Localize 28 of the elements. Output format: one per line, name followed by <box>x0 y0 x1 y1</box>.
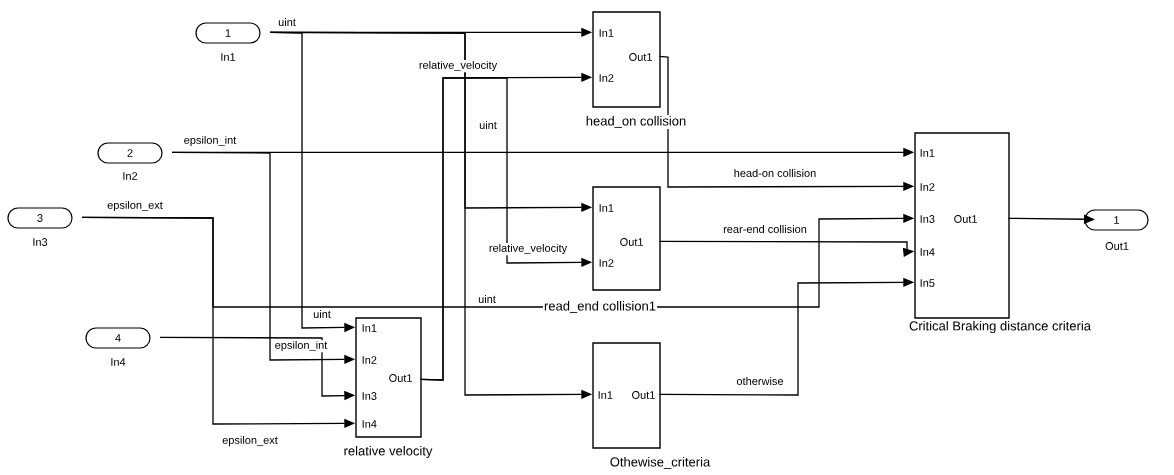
subsystem-block: In1 In2 Out1 In3 In4 <box>355 317 422 438</box>
block-label: In2 <box>121 171 139 181</box>
block-label: In1 <box>219 52 237 62</box>
signal-label: relative_velocity <box>487 242 569 256</box>
signal-label: epsilon_ext <box>106 199 164 213</box>
signal-label: rear-end collision <box>722 223 808 235</box>
subsystem-block: In1 Out1 In2 <box>592 11 661 108</box>
signal-label: uint <box>478 119 498 131</box>
block-label: read_end collision1 <box>543 300 657 314</box>
subsystem-block: In1 Out1 <box>592 342 661 449</box>
signal-label: head-on collision <box>732 167 818 179</box>
block-label: relative velocity <box>342 444 434 460</box>
signal-label: relative_velocity <box>417 59 499 73</box>
signal-label: uint <box>277 16 297 28</box>
subsystem-block: In1 In2 In3 Out1 In4 In5 <box>914 132 1010 319</box>
subsystem-block: In1 Out1 In2 <box>592 186 661 291</box>
block-label: Othewise_criteria <box>608 456 712 470</box>
block-label: Critical Braking distance criteria <box>908 319 1093 335</box>
signal-label: epsilon_ext <box>221 434 279 448</box>
signal-label: uint <box>312 308 332 320</box>
block-label: In3 <box>31 237 49 247</box>
signal-label: epsilon_int <box>273 339 329 353</box>
block-label: In4 <box>109 357 127 367</box>
block-label: head_on collision <box>584 115 688 129</box>
signal-label: uint <box>477 293 497 305</box>
block-label: Out1 <box>1104 241 1130 251</box>
signal-label: otherwise <box>735 375 785 387</box>
signal-label: epsilon_int <box>182 134 238 148</box>
